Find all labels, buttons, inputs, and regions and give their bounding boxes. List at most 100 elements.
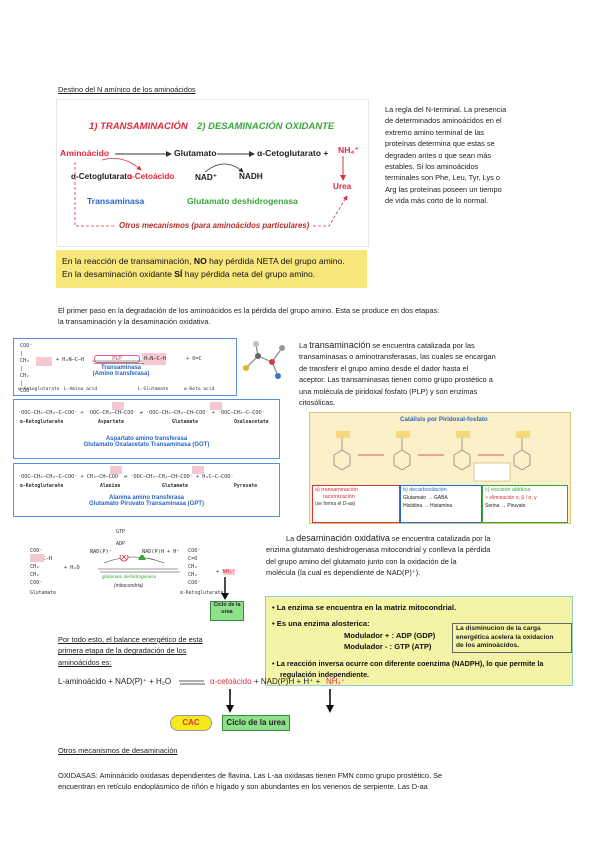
enzyme-line: Glutamato Oxalacetato Transaminasa (GOT) xyxy=(83,442,210,448)
note-line-1: En la reacción de transaminación, NO hay… xyxy=(56,250,367,268)
paragraph-line: proteínas determina que estas se xyxy=(385,139,495,149)
balance-paragraph: Por todo esto, el balance energético de … xyxy=(58,634,258,668)
highlight-alanine-amine xyxy=(110,466,122,474)
plp-a-transamination: a) transaminación racemización (se forma… xyxy=(312,485,400,523)
enzyme-line: Transaminasa xyxy=(100,365,142,371)
paragraph-line: de transferir el grupo amino desde el da… xyxy=(299,363,469,373)
transamination-first-line: La transaminación se encuentra catalizad… xyxy=(299,340,567,351)
note-line-2: En la desaminación oxidante SÍ hay pérdi… xyxy=(56,268,367,281)
highlight-glutamate-amine xyxy=(210,402,222,410)
text: La xyxy=(299,341,308,350)
c-label: c) escisión aldólica xyxy=(485,487,531,493)
paragraph-line: molécula (la cual es dependiente de NAD(… xyxy=(266,568,421,578)
text: se encuentra catalizada por la xyxy=(391,534,491,543)
intro-line: El primer paso en la degradación de los … xyxy=(58,306,440,315)
label-keto-acid: α-Keto acid xyxy=(184,387,215,392)
eq-arrows xyxy=(179,680,205,685)
to: Histamina xyxy=(429,503,453,509)
note-line: energética acelera la oxidacion xyxy=(456,633,554,641)
plp-mechanism-structures xyxy=(333,431,531,482)
highlight-glutamate xyxy=(142,353,166,365)
paragraph-line: transaminasas o aminotransferasas, las c… xyxy=(299,352,496,362)
note-text: En la desaminación oxidante xyxy=(62,269,172,279)
net-loss-note: En la reacción de transaminación, NO hay… xyxy=(56,250,367,288)
gpt-reaction-formula: ⁻OOC—CH₂—CH₂—C—COO⁻ + CH₃—CH—COO⁻ ⇌ ⁻OOC… xyxy=(18,474,234,480)
highlight-glutamate-amine xyxy=(192,466,204,474)
paragraph-line: degraden antes o que sean más xyxy=(385,150,492,160)
deamination-overview-diagram: 1) TRANSAMINACIÓN 2) DESAMINACIÓN OXIDAN… xyxy=(56,99,369,247)
intro-paragraph: El primer paso en la degradación de los … xyxy=(58,305,568,328)
nadp-label: NAD(P)⁺ xyxy=(90,549,112,555)
nadh-label: NADH xyxy=(239,172,263,181)
note-emphasis: SÍ xyxy=(174,269,183,279)
gtp-label: GTP xyxy=(116,529,126,535)
plp-molecule-structure xyxy=(243,341,285,379)
from: Glutamato xyxy=(403,495,427,501)
highlight-amine xyxy=(30,554,44,562)
modulator-negative: Modulador - : GTP (ATP) xyxy=(344,642,432,651)
transaminasa-enzyme-name: Transaminasa (Amino transferasa) xyxy=(86,365,156,377)
note-text: hay pérdida NETA del grupo amino. xyxy=(209,256,345,266)
h2o-label: H₂O xyxy=(70,565,80,571)
label-alanine: Alanine xyxy=(100,484,121,489)
paragraph-line: una molécula de piridoxal fosfato (PLP) … xyxy=(299,386,478,396)
paragraph-line: Arg las proteínas poseen un tiempo xyxy=(385,184,502,194)
urea-label: Urea xyxy=(333,182,352,191)
transamination-term: transaminación xyxy=(309,340,371,350)
paragraph-line: terminales son Phe, Leu, Tyr, Lys o xyxy=(385,173,501,183)
enzyme-line: Alanina amino transferasa xyxy=(108,495,185,501)
nad-label: NAD⁺ xyxy=(195,173,218,182)
label-pyruvate: Pyruvate xyxy=(234,484,258,489)
c-row2: Serina → Piruvato xyxy=(485,503,526,509)
energy-charge-note: La disminucion de la carga energética ac… xyxy=(452,623,572,653)
label-amino-acid: L-Amino acid xyxy=(64,387,98,392)
ketoglutarate-structure: COO⁻|CH₂|CH₂|COO⁻ xyxy=(20,343,33,394)
plp-badge: PLP xyxy=(94,355,140,363)
label-glutamate: L-Glutamate xyxy=(138,387,169,392)
b-label: b) decarboxilación xyxy=(403,487,447,493)
from: Serina xyxy=(485,503,500,509)
note-line: La disminucion de la carga xyxy=(456,625,541,632)
nadph-label: NAD(P)H + H⁺ xyxy=(142,549,180,555)
oxidative-first-line: La desaminación oxidativa se encuentra c… xyxy=(266,533,570,544)
adp-label: ADP xyxy=(116,541,126,547)
bullet-allosteric: • Es una enzima alosterica: xyxy=(272,619,370,628)
paragraph-line: estables. Si los aminoácidos xyxy=(385,162,479,172)
modulator-positive: Modulador + : ADP (GDP) xyxy=(344,631,436,640)
transaminase-general-reaction: COO⁻|CH₂|CH₂|COO⁻ + H₂N—C—H PLP H₃N—C—H … xyxy=(13,338,237,396)
gpt-enzyme-name: Alanina amino transferasa Glutamato Piru… xyxy=(14,495,279,507)
highlight-keto xyxy=(36,357,52,366)
nh4-label: NH₄⁺ xyxy=(338,145,360,155)
overview-arrows xyxy=(74,151,348,227)
equilibrium-arrows xyxy=(92,360,144,364)
enzyme-line: Aspartato amino transferasa xyxy=(105,436,188,442)
text: se encuentra catalizada por las xyxy=(372,341,475,350)
note-text: En la reacción de transaminación, xyxy=(62,256,192,266)
label-ketoglutarate: α-Ketoglutarate xyxy=(18,387,60,392)
got-reaction: ⁻OOC—CH₂—CH₂—C—COO⁻ + ⁻OOC—CH₂—CH—COO⁻ ⇌… xyxy=(13,399,280,459)
paragraph-line: encuentran en retículo endoplásmico de r… xyxy=(58,782,428,792)
to: Piruvato xyxy=(507,503,526,509)
gdh-label: Glutamato deshidrogenasa xyxy=(187,196,298,206)
gdh-reaction-diagram: GTP ADP NAD(P)⁺ NAD(P)H + H⁺ COO⁻H₃N—C—H… xyxy=(30,527,260,627)
bullet-inverse-line1: • La reacción inversa ocurre con diferen… xyxy=(272,659,544,668)
plp-catalysis-figure: Catálisis por Piridoxal-fosfato a) trans… xyxy=(309,412,571,524)
plp-title: Catálisis por Piridoxal-fosfato xyxy=(400,416,488,423)
eq-left: L-aminoácido + NAD(P)⁺ + H₂O xyxy=(58,677,172,686)
gdh-arrows xyxy=(98,555,180,573)
paragraph-line: de vida más corto de lo normal. xyxy=(385,196,489,206)
eq-nh4: NH₄⁺ xyxy=(326,677,346,686)
step2-title: 2) DESAMINACIÓN OXIDANTE xyxy=(197,121,335,132)
mitochondria-label: (mitocondria) xyxy=(114,583,144,589)
glutamate-amine: H₃N—C—H xyxy=(144,356,166,362)
note-text: hay pérdida neta del grupo amino. xyxy=(184,269,316,279)
down-arrow xyxy=(221,577,229,600)
plp-b-decarboxylation: b) decarboxilación Glutamato → GABA Hist… xyxy=(400,485,482,523)
urea-cycle-box: Ciclo de la urea xyxy=(210,601,244,621)
note-emphasis: NO xyxy=(193,256,207,266)
balance-equation: L-aminoácido + NAD(P)⁺ + H₂O α-cetoácido… xyxy=(58,673,358,733)
aminoacido-label: Aminoácido xyxy=(60,148,110,158)
glutamate-label: Glutamate xyxy=(30,591,56,596)
gpt-reaction: ⁻OOC—CH₂—CH₂—C—COO⁻ + CH₃—CH—COO⁻ ⇌ ⁻OOC… xyxy=(13,463,280,517)
